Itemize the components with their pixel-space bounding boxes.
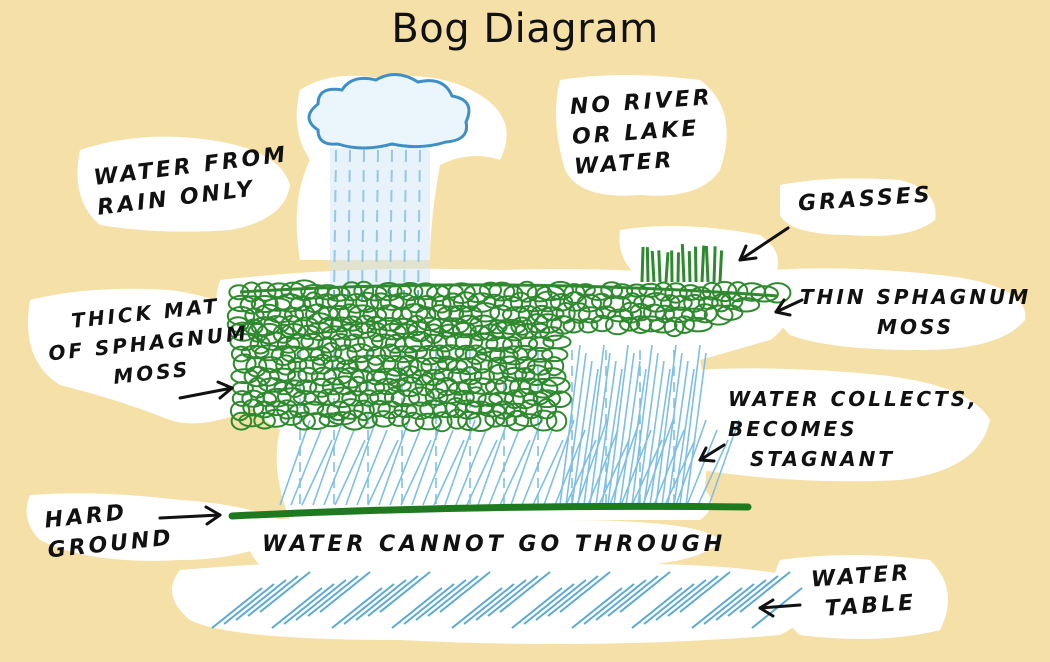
sphagnum-moss-mat	[226, 279, 792, 433]
cloud-icon	[307, 73, 471, 150]
label-line: MOSS	[877, 315, 955, 339]
label-water-cannot: WATER CANNOT GO THROUGH	[262, 530, 726, 560]
hard-ground-line	[228, 502, 752, 520]
grass-icon	[640, 243, 724, 283]
page-title: Bog Diagram	[391, 6, 659, 52]
arrow-icon	[158, 226, 804, 618]
label-no-river: NO RIVER OR LAKE WATER	[569, 83, 718, 183]
label-thin-moss: THIN SPHAGNUM MOSS	[800, 282, 1031, 342]
label-line: BECOMES	[728, 417, 858, 441]
label-water-table: WATER TABLE	[810, 558, 917, 625]
label-water-collects: WATER COLLECTS, BECOMES STAGNANT	[728, 384, 979, 474]
rain-icon	[330, 148, 430, 301]
label-line: WATER COLLECTS,	[728, 387, 979, 411]
label-line: THIN SPHAGNUM	[800, 285, 1032, 309]
label-line: WATER CANNOT GO THROUGH	[262, 532, 727, 557]
water-table-hatching	[211, 571, 803, 629]
label-line: STAGNANT	[750, 447, 895, 471]
stagnant-water-hatching	[279, 344, 740, 506]
